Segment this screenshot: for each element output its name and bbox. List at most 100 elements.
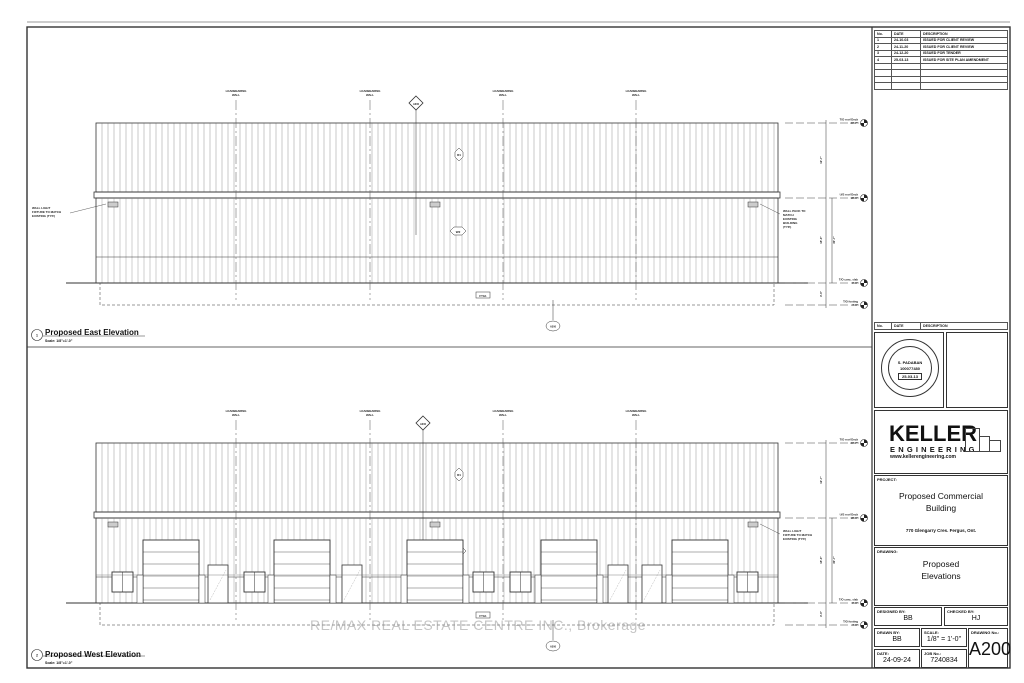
- project-address: 770 Glengarry Cres. Fergus, Ont.: [905, 528, 977, 533]
- dimension-text: 4'-0": [819, 610, 823, 617]
- date-value: 24-09-24: [882, 657, 912, 664]
- bollard: [267, 574, 275, 604]
- col-description: DESCRIPTION: [920, 322, 1008, 330]
- gridline-label: LOADBEARING: [626, 409, 647, 413]
- logo-url: www.kellerengineering.com: [890, 454, 956, 460]
- roof-panel: [95, 442, 779, 513]
- man-door: [607, 564, 629, 604]
- drawing-number-value: A200: [969, 639, 1012, 659]
- level-name: T/O conc. slab: [839, 598, 858, 602]
- overhead-door: [142, 539, 200, 604]
- wall-light-note: FIXTURE TO MATCH: [783, 533, 812, 537]
- wall-light-fixture: [747, 201, 759, 208]
- gridline-label: WALL: [632, 93, 640, 97]
- roof-tag-label: R1: [457, 473, 461, 477]
- level-marker-fill: [860, 599, 868, 607]
- overhead-door: [406, 539, 464, 604]
- job-number-label: JOB No.:: [924, 651, 942, 656]
- gridline-label: LOADBEARING: [226, 89, 247, 93]
- man-door: [341, 564, 363, 604]
- fascia: [93, 511, 781, 519]
- drawing-title: Proposed Elevations: [921, 559, 961, 581]
- engineer-stamp-box: S. PADABAN 100077480 25-03-13: [874, 332, 944, 408]
- gridline-label: LOADBEARING: [360, 89, 381, 93]
- level-elevation: 18'-0": [850, 196, 858, 200]
- revision-row-empty: [874, 75, 1008, 83]
- overhead-door: [540, 539, 598, 604]
- dimension-text: 12'-7": [819, 476, 823, 484]
- gridline-label: WALL: [366, 413, 374, 417]
- project-title: Proposed Commercial Building: [898, 491, 984, 513]
- stamp-date: 25-03-13: [898, 373, 922, 380]
- revision-row-empty: [874, 62, 1008, 70]
- sheet-border: [26, 26, 1011, 669]
- bollard: [596, 574, 604, 604]
- gridline-label: WALL: [366, 93, 374, 97]
- view-title-east: Proposed East Elevation: [45, 328, 139, 337]
- bollard: [400, 574, 408, 604]
- designed-by-box: DESIGNED BY:BB: [874, 607, 942, 626]
- stamp-name: S. PADABAN: [897, 360, 923, 365]
- man-door: [207, 564, 229, 604]
- col-no: No.: [874, 322, 892, 330]
- wall-light-note: WALL LIGHT: [32, 206, 50, 210]
- gridline-label: LOADBEARING: [493, 89, 514, 93]
- section-marker-label: A300: [413, 103, 420, 106]
- drawn-by-value: BB: [892, 636, 902, 643]
- drawn-by-label: DRAWN BY:: [877, 630, 900, 635]
- level-name: U/S roof Deck: [840, 193, 859, 197]
- wall-light-note: WALL LIGHT: [783, 529, 801, 533]
- company-logo-box: KELLER ENGINEERING www.kellerengineering…: [874, 410, 1008, 474]
- footing-tag-label: FTG1: [479, 614, 487, 618]
- note-leader: [759, 203, 781, 215]
- dimension-text: 18'-0": [819, 556, 823, 564]
- level-elevation: 30'-7": [850, 441, 858, 445]
- view-number-bubble: [31, 329, 43, 341]
- dimension-text: 30'-7": [832, 556, 836, 564]
- level-elevation: 18'-0": [850, 516, 858, 520]
- level-name: T/O footing: [843, 620, 858, 624]
- bollard: [329, 574, 337, 604]
- checked-by-box: CHECKED BY:HJ: [944, 607, 1008, 626]
- revision-table-2: No. DATE DESCRIPTION: [874, 322, 1008, 330]
- level-marker-fill: [860, 279, 868, 287]
- bollard: [727, 574, 735, 604]
- gridline-label: LOADBEARING: [360, 409, 381, 413]
- level-elevation: -4'-0": [851, 623, 859, 627]
- drawing-number-box: DRAWING No.:A200: [968, 628, 1012, 668]
- level-name: T/O conc. slab: [839, 278, 858, 282]
- drawn-by-box: DRAWN BY:BB: [874, 628, 920, 647]
- wall-light-fixture: [747, 521, 759, 528]
- gridline-label: WALL: [232, 413, 240, 417]
- wall-light-fixture: [107, 521, 119, 528]
- overhead-door: [671, 539, 729, 604]
- level-name: T/O roof Deck: [840, 118, 859, 122]
- roof-tag-label: R1: [457, 153, 461, 157]
- roof-panel: [95, 122, 779, 193]
- scale-box: SCALE:1/8" = 1'-0": [921, 628, 967, 647]
- job-number-value: 7240834: [930, 657, 958, 664]
- level-name: U/S roof Deck: [840, 513, 859, 517]
- col-date: DATE: [891, 322, 921, 330]
- level-marker-fill: [860, 301, 868, 309]
- level-name: T/O footing: [843, 300, 858, 304]
- footing-outline: [99, 282, 775, 306]
- scale-value: 1/8" = 1'-0": [926, 636, 962, 643]
- watermark: RE/MAX REAL ESTATE CENTRE INC., Brokerag…: [310, 617, 647, 633]
- gridline-label: LOADBEARING: [626, 89, 647, 93]
- wall-light-fixture: [429, 521, 441, 528]
- revision-row-empty: [874, 82, 1008, 90]
- gridline-label: LOADBEARING: [226, 409, 247, 413]
- stamp-number: 100077480: [899, 366, 921, 371]
- checked-by-label: CHECKED BY:: [947, 609, 975, 614]
- dimension-text: 12'-7": [819, 156, 823, 164]
- roof-tag: [454, 147, 464, 162]
- revision-row-empty: [874, 69, 1008, 77]
- view-scale-west: Scale: 1/8"=1'-0": [45, 661, 73, 665]
- dimension-text: 30'-7": [832, 236, 836, 244]
- note-leader: [69, 203, 107, 214]
- bollard: [665, 574, 673, 604]
- level-marker-fill: [860, 439, 868, 447]
